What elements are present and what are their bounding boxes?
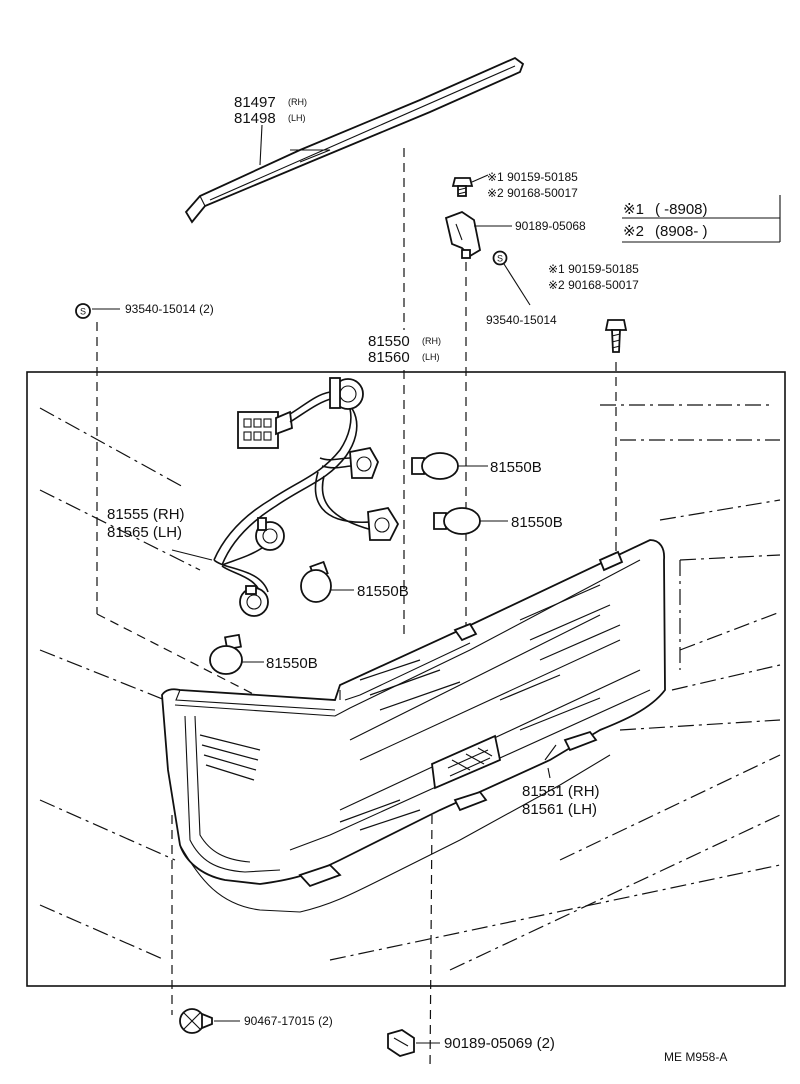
label-nut-left: 93540-15014 (2) — [125, 302, 214, 316]
label-lamp-rh: 81550 — [368, 333, 410, 350]
legend-note2-mark: ※2 — [623, 223, 644, 240]
label-bulb-1: 81550B — [490, 459, 542, 476]
wiring-harness — [213, 377, 400, 617]
guide-line — [429, 814, 433, 1071]
label-bulb-2: 81550B — [511, 514, 563, 531]
body-frame — [26, 371, 786, 987]
label-lens-lh: 81561 (LH) — [522, 801, 597, 818]
guide-line — [96, 613, 266, 701]
bulb-icon — [300, 560, 354, 603]
label-lens-rh: 81551 (RH) — [522, 783, 600, 800]
leader-socket — [171, 549, 213, 561]
clip-icon — [179, 1008, 213, 1034]
rear-molding — [184, 56, 525, 224]
label-bracket: 90189-05068 — [515, 219, 586, 233]
leader-molding — [259, 124, 263, 166]
legend-note1-mark: ※1 — [623, 201, 644, 218]
leader-lens — [547, 767, 551, 779]
label-lamp-lh: 81560 — [368, 349, 410, 366]
legend-note1-text: ( -8908) — [655, 201, 708, 218]
label-screw-b1: ※1 90159-50185 — [548, 262, 639, 276]
label-screw-a2: ※2 90168-50017 — [487, 186, 578, 200]
label-molding-rh-side: (RH) — [288, 97, 307, 107]
bracket — [444, 210, 482, 259]
date-legend — [622, 195, 781, 243]
label-retainer: 90189-05069 (2) — [444, 1035, 555, 1052]
label-bulb-3: 81550B — [357, 583, 409, 600]
label-screw-a1: ※1 90159-50185 — [487, 170, 578, 184]
label-nut-a: 93540-15014 — [486, 313, 557, 327]
label-screw-b2: ※2 90168-50017 — [548, 278, 639, 292]
label-lamp-lh-side: (LH) — [422, 352, 440, 362]
screw-right — [604, 319, 628, 353]
body-panel-lines — [39, 404, 781, 971]
tail-lamp-assembly — [161, 539, 666, 913]
svg-text:S: S — [80, 307, 86, 317]
label-molding-rh: 81497 — [234, 94, 276, 111]
diagram-code: ME M958-A — [664, 1050, 727, 1064]
label-molding-lh-side: (LH) — [288, 113, 306, 123]
svg-text:S: S — [497, 254, 503, 264]
retainer-icon — [387, 1029, 415, 1057]
screw-top — [451, 177, 474, 197]
leader-lens — [544, 744, 557, 761]
s-nut-icon: S — [75, 303, 91, 319]
s-nut-icon: S — [492, 250, 508, 266]
label-socket-lh: 81565 (LH) — [107, 524, 182, 541]
label-socket-rh: 81555 (RH) — [107, 506, 185, 523]
label-clip: 90467-17015 (2) — [244, 1014, 333, 1028]
legend-note2-text: (8908- ) — [655, 223, 708, 240]
leader-nut-a — [503, 263, 531, 306]
bulb-icon — [433, 507, 508, 535]
label-bulb-4: 81550B — [266, 655, 318, 672]
leader-screw-a — [471, 174, 489, 183]
bulb-icon — [209, 633, 264, 675]
bulb-icon — [411, 452, 488, 480]
label-molding-lh: 81498 — [234, 110, 276, 127]
label-lamp-rh-side: (RH) — [422, 336, 441, 346]
